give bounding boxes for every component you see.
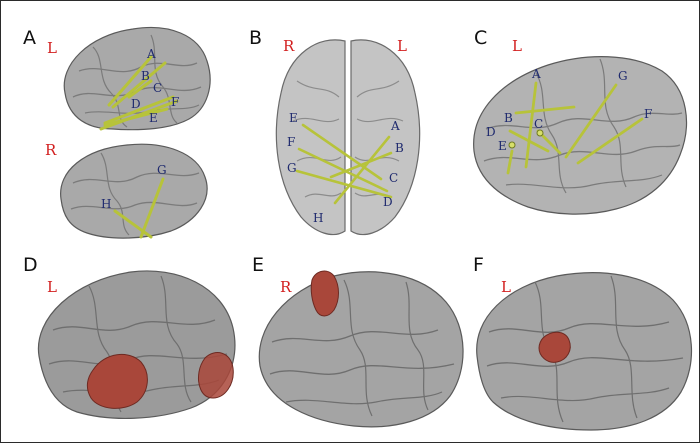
highlighted-region-f <box>538 331 571 363</box>
highlighted-region-d <box>86 352 234 409</box>
electrode-label: C <box>153 81 163 95</box>
electrode-label: G <box>157 163 167 177</box>
electrodes-a-bottom <box>113 177 165 239</box>
hemisphere-label-b-left: R <box>283 37 295 55</box>
highlighted-region-e <box>310 270 339 317</box>
electrode-label: D <box>383 195 393 209</box>
panel-letter-e: E <box>252 254 265 276</box>
electrode-label: F <box>287 135 296 149</box>
electrode-label: H <box>101 197 112 211</box>
electrode-label: A <box>147 47 156 61</box>
electrode-label: C <box>389 171 399 185</box>
electrode-label: E <box>149 111 158 125</box>
hemisphere-label-f: L <box>501 278 511 296</box>
electrode-label: A <box>391 119 400 133</box>
panel-letter-d: D <box>23 254 38 276</box>
hemisphere-label-b-right: L <box>397 37 407 55</box>
electrodes-b <box>295 123 393 205</box>
panel-c: C L A <box>466 1 699 246</box>
electrode-label: D <box>486 125 496 139</box>
panel-e: E R <box>246 246 471 442</box>
electrode-label: G <box>287 161 297 175</box>
electrode-label: F <box>171 95 180 109</box>
brain-lateral-right-bottom <box>60 143 208 239</box>
electrode-label: F <box>644 107 653 121</box>
electrode-contacts-c <box>508 129 544 149</box>
panel-f: F L <box>471 246 699 442</box>
electrode-label: H <box>313 211 324 225</box>
panel-letter-a: A <box>23 27 36 49</box>
hemisphere-label-c: L <box>512 37 522 55</box>
brain-superior-view <box>275 39 421 236</box>
panel-a: A L R <box>1 1 231 246</box>
panel-letter-c: C <box>474 27 488 49</box>
electrodes-a-top <box>99 55 179 131</box>
brain-lateral-right-e <box>258 271 464 428</box>
electrode-label: G <box>618 69 628 83</box>
hemisphere-label-a-top: L <box>47 39 57 57</box>
electrode-label: E <box>498 139 507 153</box>
panel-letter-b: B <box>249 27 263 49</box>
panel-letter-f: F <box>473 254 484 276</box>
hemisphere-label-a-bottom: R <box>45 141 57 159</box>
electrode-label: D <box>131 97 141 111</box>
hemisphere-label-e: R <box>280 278 292 296</box>
panel-d: D L <box>1 246 246 442</box>
electrode-label: B <box>395 141 404 155</box>
brain-lateral-left-f <box>476 272 693 431</box>
panel-b: B R L E F G H A B C D <box>231 1 466 246</box>
electrode-label: A <box>532 67 541 81</box>
electrode-label: B <box>141 69 150 83</box>
electrode-label: E <box>289 111 298 125</box>
electrode-label: B <box>504 111 513 125</box>
hemisphere-label-d: L <box>47 278 57 296</box>
electrode-label: C <box>534 117 544 131</box>
